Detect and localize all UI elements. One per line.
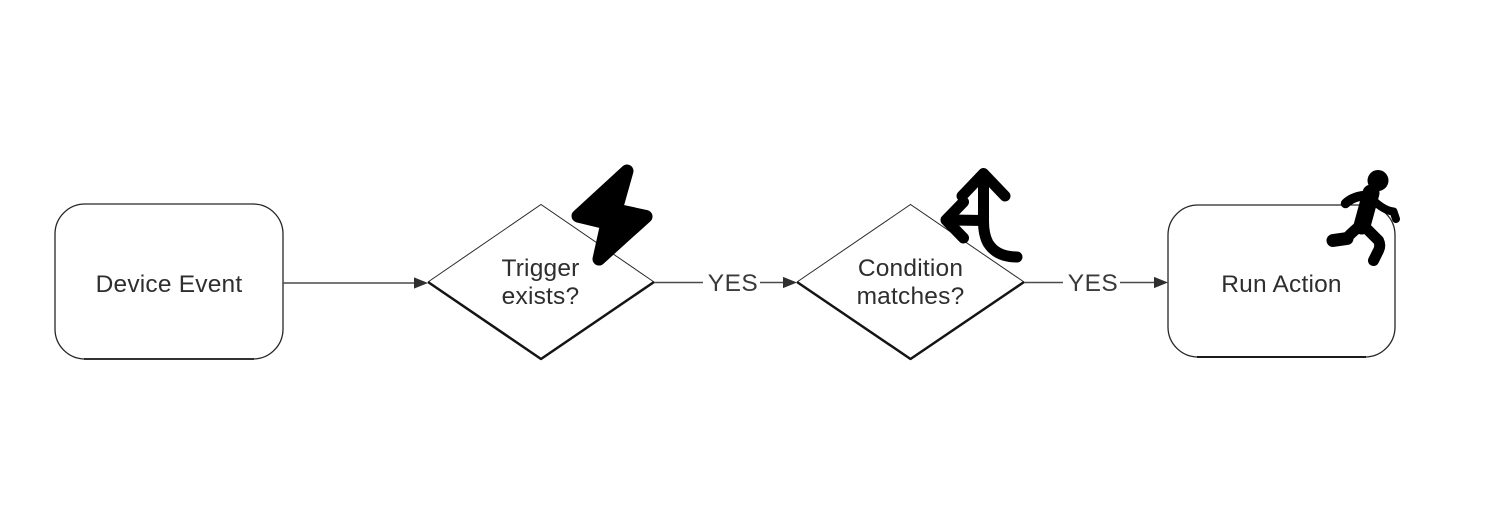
edge-label-yes-2: YES <box>1068 270 1119 297</box>
lightning-bolt-icon <box>571 164 653 266</box>
arrow-head <box>783 276 797 289</box>
condition-matches-diamond-top-edges <box>796 203 1025 283</box>
split-arrows-icon <box>940 168 1023 263</box>
trigger-exists-diamond-top-edges <box>427 203 655 283</box>
trigger-exists-label-line2: exists? <box>502 283 580 310</box>
arrow-head <box>414 277 428 289</box>
run-action-label: Run Action <box>1221 271 1342 298</box>
edge-condition-to-action: YES <box>1024 270 1168 297</box>
edge-label-yes-1: YES <box>708 270 759 297</box>
node-device-event: Device Event <box>54 203 284 360</box>
running-person-icon <box>1326 170 1400 266</box>
edge-trigger-to-condition: YES <box>654 270 797 297</box>
trigger-exists-label-line1: Trigger <box>501 255 579 282</box>
edge-device-to-trigger <box>283 277 428 289</box>
condition-matches-diamond-bottom-edges <box>796 280 1025 361</box>
trigger-exists-diamond-bottom-edges <box>427 280 655 361</box>
node-trigger-exists: Trigger exists? <box>427 164 655 361</box>
condition-matches-label-line2: matches? <box>857 283 965 310</box>
arrow-head <box>1154 276 1168 289</box>
node-condition-matches: Condition matches? <box>796 168 1025 361</box>
device-event-label: Device Event <box>96 271 243 298</box>
condition-matches-label-line1: Condition <box>858 255 963 282</box>
node-run-action: Run Action <box>1167 170 1400 358</box>
